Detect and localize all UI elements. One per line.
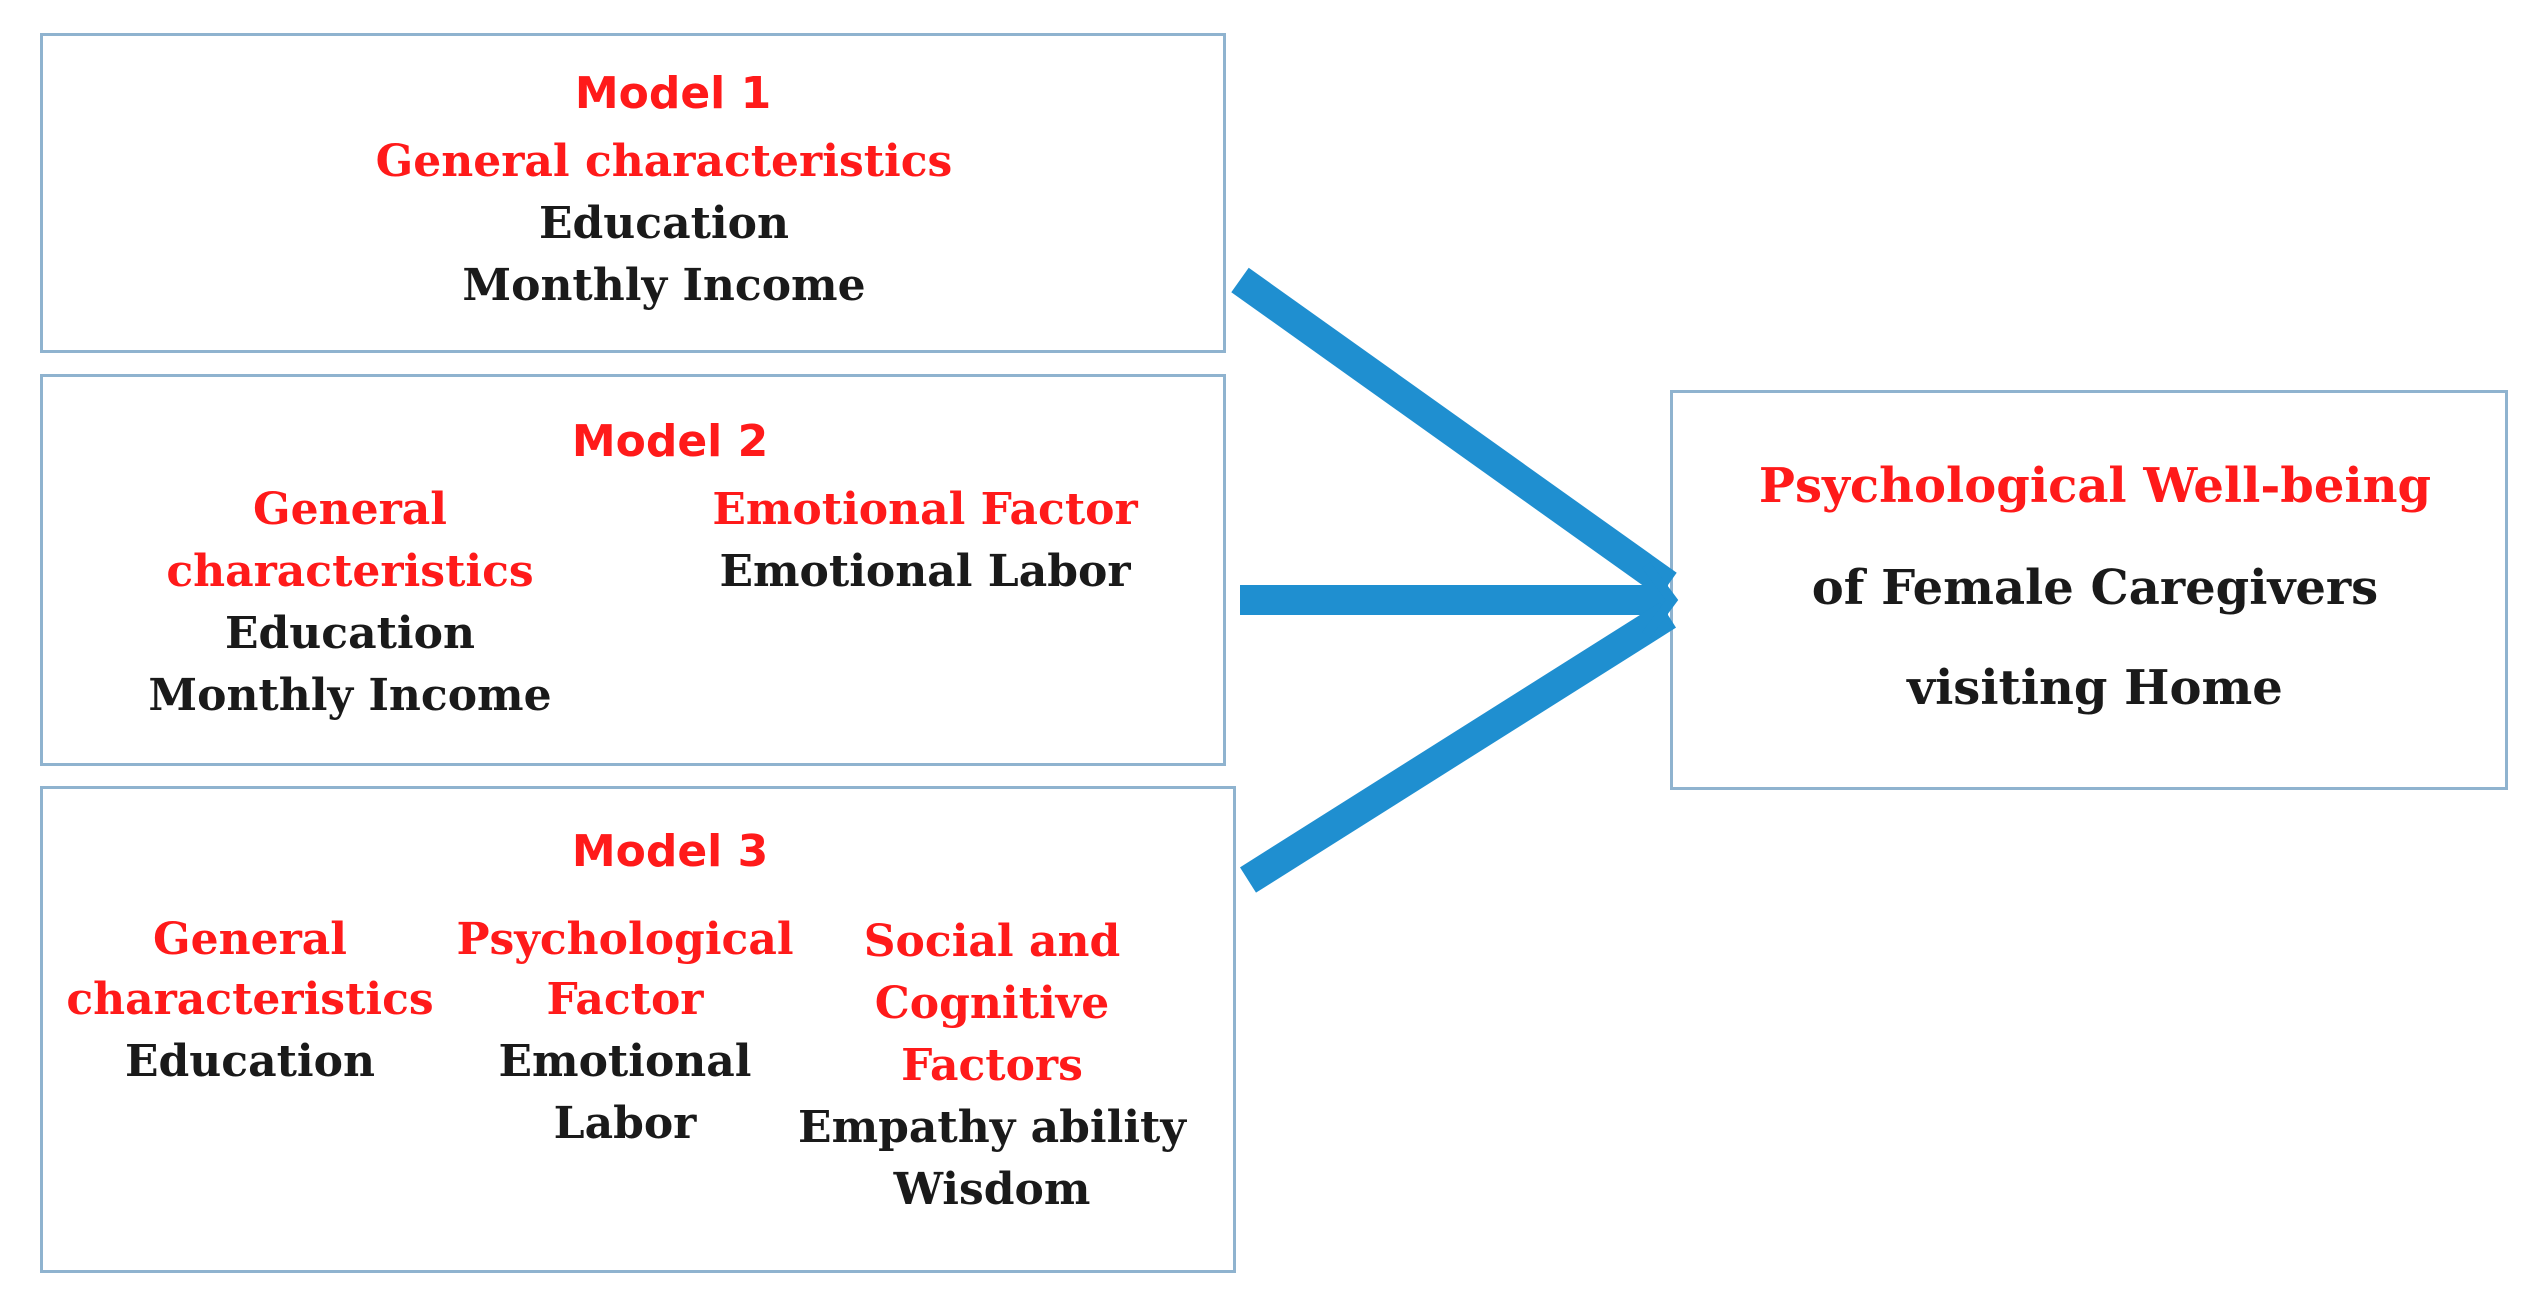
model-2-general-heading-line-2: characteristics	[166, 546, 534, 597]
outcome-box	[1670, 390, 2508, 790]
model-3-general-heading-line-1: General	[153, 914, 347, 965]
model-3-psych-heading-line-2: Factor	[546, 974, 704, 1025]
model-3-item-wisdom: Wisdom	[893, 1164, 1091, 1215]
model-2-emotional-heading: Emotional Factor	[712, 484, 1138, 535]
outcome-line-2: visiting Home	[1907, 660, 2283, 716]
outcome-heading: Psychological Well-being	[1758, 458, 2432, 514]
arrow-model-1	[1231, 267, 1677, 598]
model-2-box	[40, 374, 1226, 766]
model-3-title: Model 3	[571, 826, 769, 877]
arrow-group	[1231, 267, 1679, 893]
model-1-general-heading: General characteristics	[375, 136, 953, 187]
arrowhead	[1641, 562, 1679, 638]
model-3-social-heading-line-2: Cognitive	[874, 978, 1110, 1029]
model-3-social-heading-line-3: Factors	[901, 1040, 1083, 1091]
arrow-model-3	[1239, 602, 1677, 893]
outcome-line-1: of Female Caregivers	[1811, 560, 2379, 616]
model-2-item-education: Education	[225, 608, 475, 659]
model-1-box	[40, 33, 1226, 353]
model-3-item-empathy-ability: Empathy ability	[798, 1102, 1186, 1153]
model-3-item-emotional: Emotional	[498, 1036, 752, 1087]
model-2-title: Model 2	[571, 416, 769, 467]
model-1-item-education: Education	[539, 198, 789, 249]
model-3-box	[40, 786, 1236, 1273]
model-1-item-monthly-income: Monthly Income	[462, 260, 866, 311]
model-3-general-heading-line-2: characteristics	[66, 974, 434, 1025]
model-3-item-education: Education	[125, 1036, 375, 1087]
model-3-item-labor: Labor	[553, 1098, 697, 1149]
model-2-item-emotional-labor: Emotional Labor	[719, 546, 1131, 597]
model-2-item-monthly-income: Monthly Income	[148, 670, 552, 721]
model-3-social-heading-line-1: Social and	[863, 916, 1121, 967]
model-3-psych-heading-line-1: Psychological	[456, 914, 794, 965]
model-1-title: Model 1	[574, 68, 772, 119]
model-2-general-heading-line-1: General	[253, 484, 447, 535]
